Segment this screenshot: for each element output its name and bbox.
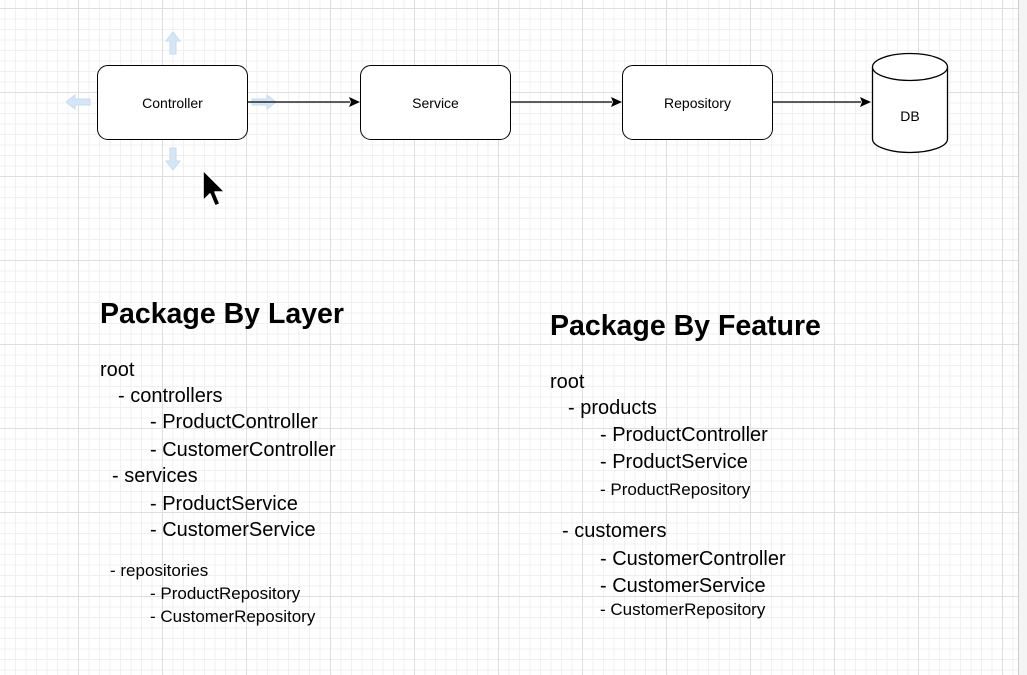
repository-node-label: Repository — [664, 94, 731, 111]
repository-node[interactable]: Repository — [622, 65, 773, 140]
feature-product-controller: - ProductController — [600, 424, 768, 446]
controller-to-service-arrow[interactable] — [248, 94, 361, 110]
feature-customer-controller: - CustomerController — [600, 548, 786, 570]
layer-product-service: - ProductService — [150, 493, 298, 515]
database-cylinder-icon[interactable] — [871, 52, 949, 154]
service-node[interactable]: Service — [360, 65, 511, 140]
layer-product-repository: - ProductRepository — [150, 584, 301, 603]
feature-product-repository: - ProductRepository — [600, 480, 751, 499]
cursor-arrow-icon — [202, 169, 226, 207]
feature-products-folder: - products — [568, 397, 657, 419]
layer-customer-controller: - CustomerController — [150, 439, 336, 461]
db-label: DB — [900, 108, 920, 124]
feature-root: root — [550, 371, 585, 393]
canvas-scroll-edge[interactable] — [1018, 0, 1027, 675]
layer-controllers-folder: - controllers — [118, 385, 223, 407]
package-by-feature-title: Package By Feature — [550, 310, 821, 342]
layer-product-controller: - ProductController — [150, 411, 318, 433]
controller-node-label: Controller — [142, 94, 203, 111]
layer-customer-repository: - CustomerRepository — [150, 607, 316, 626]
controller-node[interactable]: Controller — [97, 65, 248, 140]
connect-up-arrow-icon[interactable] — [164, 30, 182, 56]
connect-left-arrow-icon[interactable] — [64, 93, 92, 111]
service-node-label: Service — [412, 94, 459, 111]
layer-repositories-folder: - repositories — [110, 561, 209, 580]
repository-to-db-arrow[interactable] — [773, 94, 872, 110]
layer-root: root — [100, 359, 135, 381]
package-by-layer-title: Package By Layer — [100, 298, 344, 330]
feature-product-service: - ProductService — [600, 451, 748, 473]
connect-down-arrow-icon[interactable] — [164, 146, 182, 172]
feature-customer-repository: - CustomerRepository — [600, 600, 766, 619]
layer-services-folder: - services — [112, 465, 198, 487]
service-to-repository-arrow[interactable] — [511, 94, 623, 110]
feature-customer-service: - CustomerService — [600, 575, 766, 597]
layer-customer-service: - CustomerService — [150, 519, 316, 541]
feature-customers-folder: - customers — [562, 520, 667, 542]
